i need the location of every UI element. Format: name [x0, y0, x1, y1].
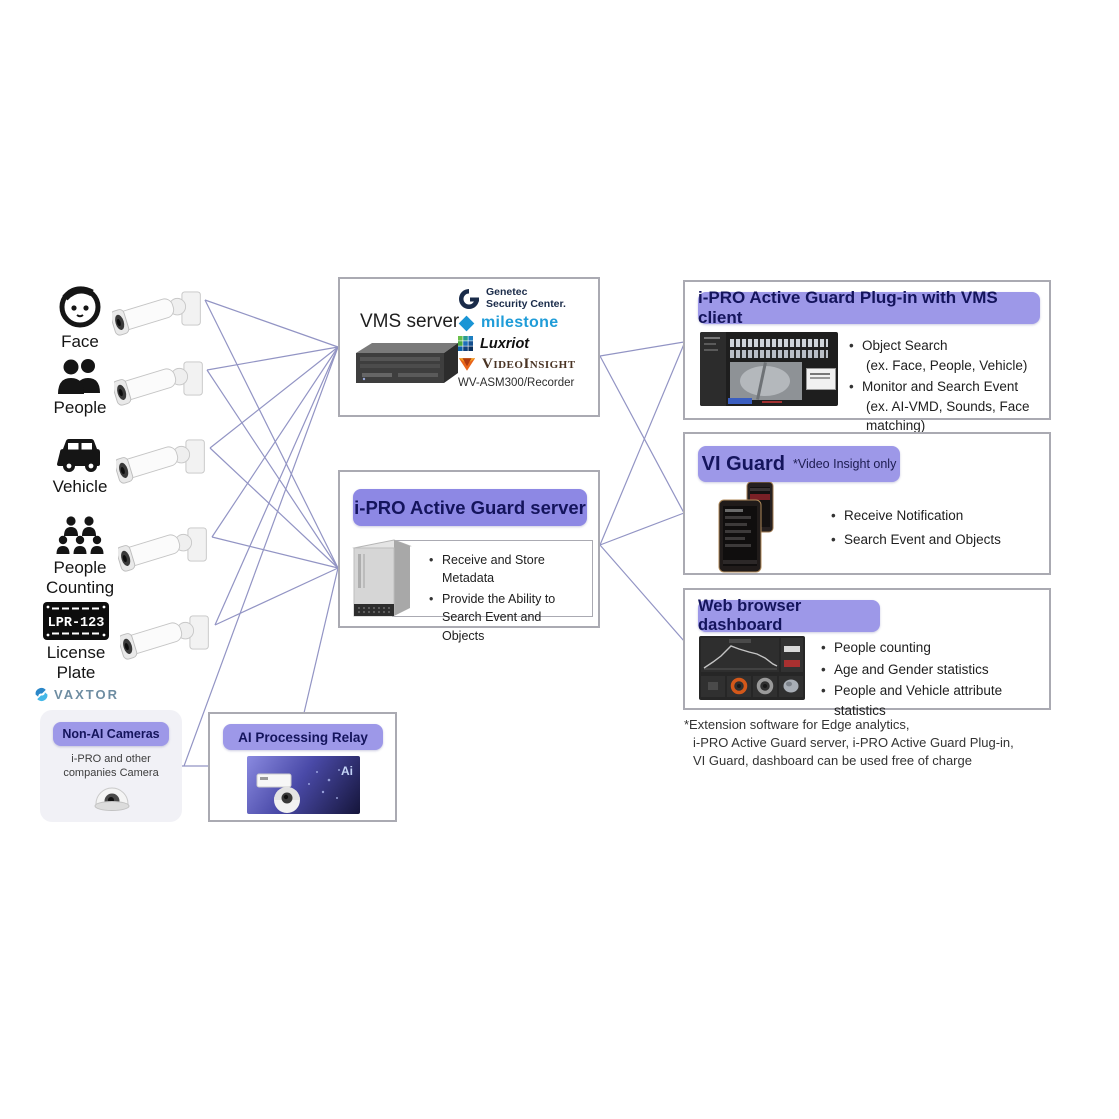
ai-relay-title: AI Processing Relay — [238, 729, 368, 745]
source-label: Face — [61, 332, 99, 351]
footnote-line: *Extension software for Edge analytics, — [684, 717, 910, 732]
luxriot-mosaic-icon — [458, 336, 473, 352]
ag-bullets-panel: Receive and Store Metadata Provide the A… — [392, 540, 593, 643]
relay-camera-graphic — [256, 769, 340, 813]
plate-text: LPR-123 — [48, 616, 105, 631]
luxriot-logo: Luxriot — [458, 336, 592, 352]
milestone-logo: milestone — [458, 314, 592, 332]
vehicle-icon — [57, 439, 100, 472]
bullet-camera-people — [114, 356, 206, 412]
source-label: People — [53, 398, 107, 417]
tower-server-image — [352, 539, 412, 617]
vi-guard-bullet: Search Event and Objects — [831, 530, 1001, 550]
face-icon — [59, 286, 101, 328]
non-ai-cameras-box: Non-AI Cameras i-PRO and other companies… — [40, 710, 182, 822]
people-counting-icon — [56, 516, 104, 554]
vms-model-text: WV-ASM300/Recorder — [458, 377, 575, 390]
dashboard-header: Web browser dashboard — [698, 597, 880, 634]
vi-guard-bullet: Receive Notification — [831, 506, 1001, 526]
bullet-camera-license-plate — [120, 610, 212, 666]
vms-server-title: VMS server — [360, 311, 460, 332]
videoinsight-wordmark: VideoInsight — [482, 356, 576, 373]
plugin-header: i-PRO Active Guard Plug-in with VMS clie… — [698, 288, 1040, 327]
source-label: People Counting — [45, 558, 115, 597]
source-people: People — [28, 358, 132, 418]
vaxtor-logo: VAXTOR — [33, 686, 119, 703]
source-label: License Plate — [46, 643, 106, 682]
genetec-line2: Security Center. — [486, 297, 566, 310]
genetec-logo: Genetec Security Center. — [458, 286, 592, 310]
source-people-counting: People Counting — [28, 515, 132, 597]
source-vehicle: Vehicle — [28, 438, 132, 497]
dashboard-screenshot — [699, 636, 805, 700]
plugin-bullet: Monitor and Search Event — [849, 377, 1049, 397]
vaxtor-swirl-icon — [35, 688, 48, 702]
bullet-camera-face — [112, 286, 204, 342]
vi-guard-box: VI Guard *Video Insight only Receive Not… — [683, 432, 1051, 575]
genetec-line1: Genetec — [486, 286, 528, 298]
source-label: Vehicle — [52, 477, 108, 496]
vms-client-screenshot — [700, 332, 838, 406]
source-license-plate: LPR-123 License Plate VAXTOR — [24, 602, 128, 703]
active-guard-server-box: i-PRO Active Guard server Receive and St… — [338, 470, 600, 643]
vi-guard-phones-image — [718, 482, 774, 573]
rack-server-image — [356, 343, 458, 383]
active-guard-server-header: i-PRO Active Guard server — [353, 489, 587, 526]
plugin-bullet-sub: (ex. Face, People, Vehicle) — [866, 357, 1028, 373]
plugin-bullet-sub: (ex. AI-VMD, Sounds, Face matching) — [866, 398, 1030, 434]
ai-relay-header: AI Processing Relay — [223, 724, 383, 750]
footnote: *Extension software for Edge analytics, … — [684, 716, 1074, 771]
bullet-camera-vehicle — [116, 434, 208, 490]
videoinsight-icon — [458, 358, 476, 371]
footnote-line: VI Guard, dashboard can be used free of … — [693, 753, 972, 769]
web-dashboard-box: Web browser dashboard — [683, 588, 1051, 718]
vi-guard-header: VI Guard *Video Insight only — [698, 446, 900, 482]
dashboard-bullet: Age and Gender statistics — [821, 660, 1049, 680]
vi-guard-title: VI Guard — [701, 452, 786, 475]
dashboard-bullet: People and Vehicle attribute statistics — [821, 681, 1049, 720]
plugin-vms-client-box: i-PRO Active Guard Plug-in with VMS clie… — [683, 280, 1051, 433]
genetec-icon — [459, 288, 479, 309]
plugin-bullet: Object Search — [849, 336, 1049, 356]
active-guard-server-title: i-PRO Active Guard server — [354, 496, 586, 518]
license-plate-icon: LPR-123 — [43, 602, 109, 640]
dashboard-bullet: People counting — [821, 638, 1049, 658]
dashboard-title: Web browser dashboard — [698, 597, 802, 634]
people-icon — [58, 359, 100, 394]
milestone-diamond-icon — [458, 315, 475, 331]
ag-bullet: Receive and Store Metadata — [429, 551, 587, 587]
vms-server-box: VMS server Genetec Security Center. — [338, 277, 600, 417]
ai-relay-image: Ai — [247, 756, 360, 814]
vi-guard-bullets: Receive Notification Search Event and Ob… — [831, 506, 1001, 549]
dome-camera-image — [94, 787, 130, 811]
videoinsight-logo: VideoInsight — [458, 356, 592, 373]
ai-badge: Ai — [341, 764, 353, 778]
milestone-wordmark: milestone — [481, 314, 559, 332]
plugin-title: i-PRO Active Guard Plug-in with VMS clie… — [698, 288, 998, 327]
source-face: Face — [28, 281, 132, 352]
ag-bullet: Provide the Ability to Search Event and … — [429, 590, 587, 644]
vaxtor-wordmark: VAXTOR — [54, 687, 119, 703]
vms-logos: Genetec Security Center. milestone Luxri… — [458, 286, 592, 390]
dashboard-bullets: People counting Age and Gender statistic… — [821, 638, 1049, 720]
ai-processing-relay-box: AI Processing Relay Ai — [208, 712, 397, 822]
bullet-camera-people-counting — [118, 522, 210, 578]
non-ai-header: Non-AI Cameras — [53, 722, 169, 746]
luxriot-wordmark: Luxriot — [480, 336, 530, 353]
non-ai-subtitle: i-PRO and other companies Camera — [63, 753, 159, 780]
footnote-line: i-PRO Active Guard server, i-PRO Active … — [693, 735, 1014, 751]
plugin-bullets: Object Search (ex. Face, People, Vehicle… — [849, 336, 1049, 436]
vi-guard-note: *Video Insight only — [793, 457, 897, 471]
non-ai-title: Non-AI Cameras — [62, 727, 160, 741]
